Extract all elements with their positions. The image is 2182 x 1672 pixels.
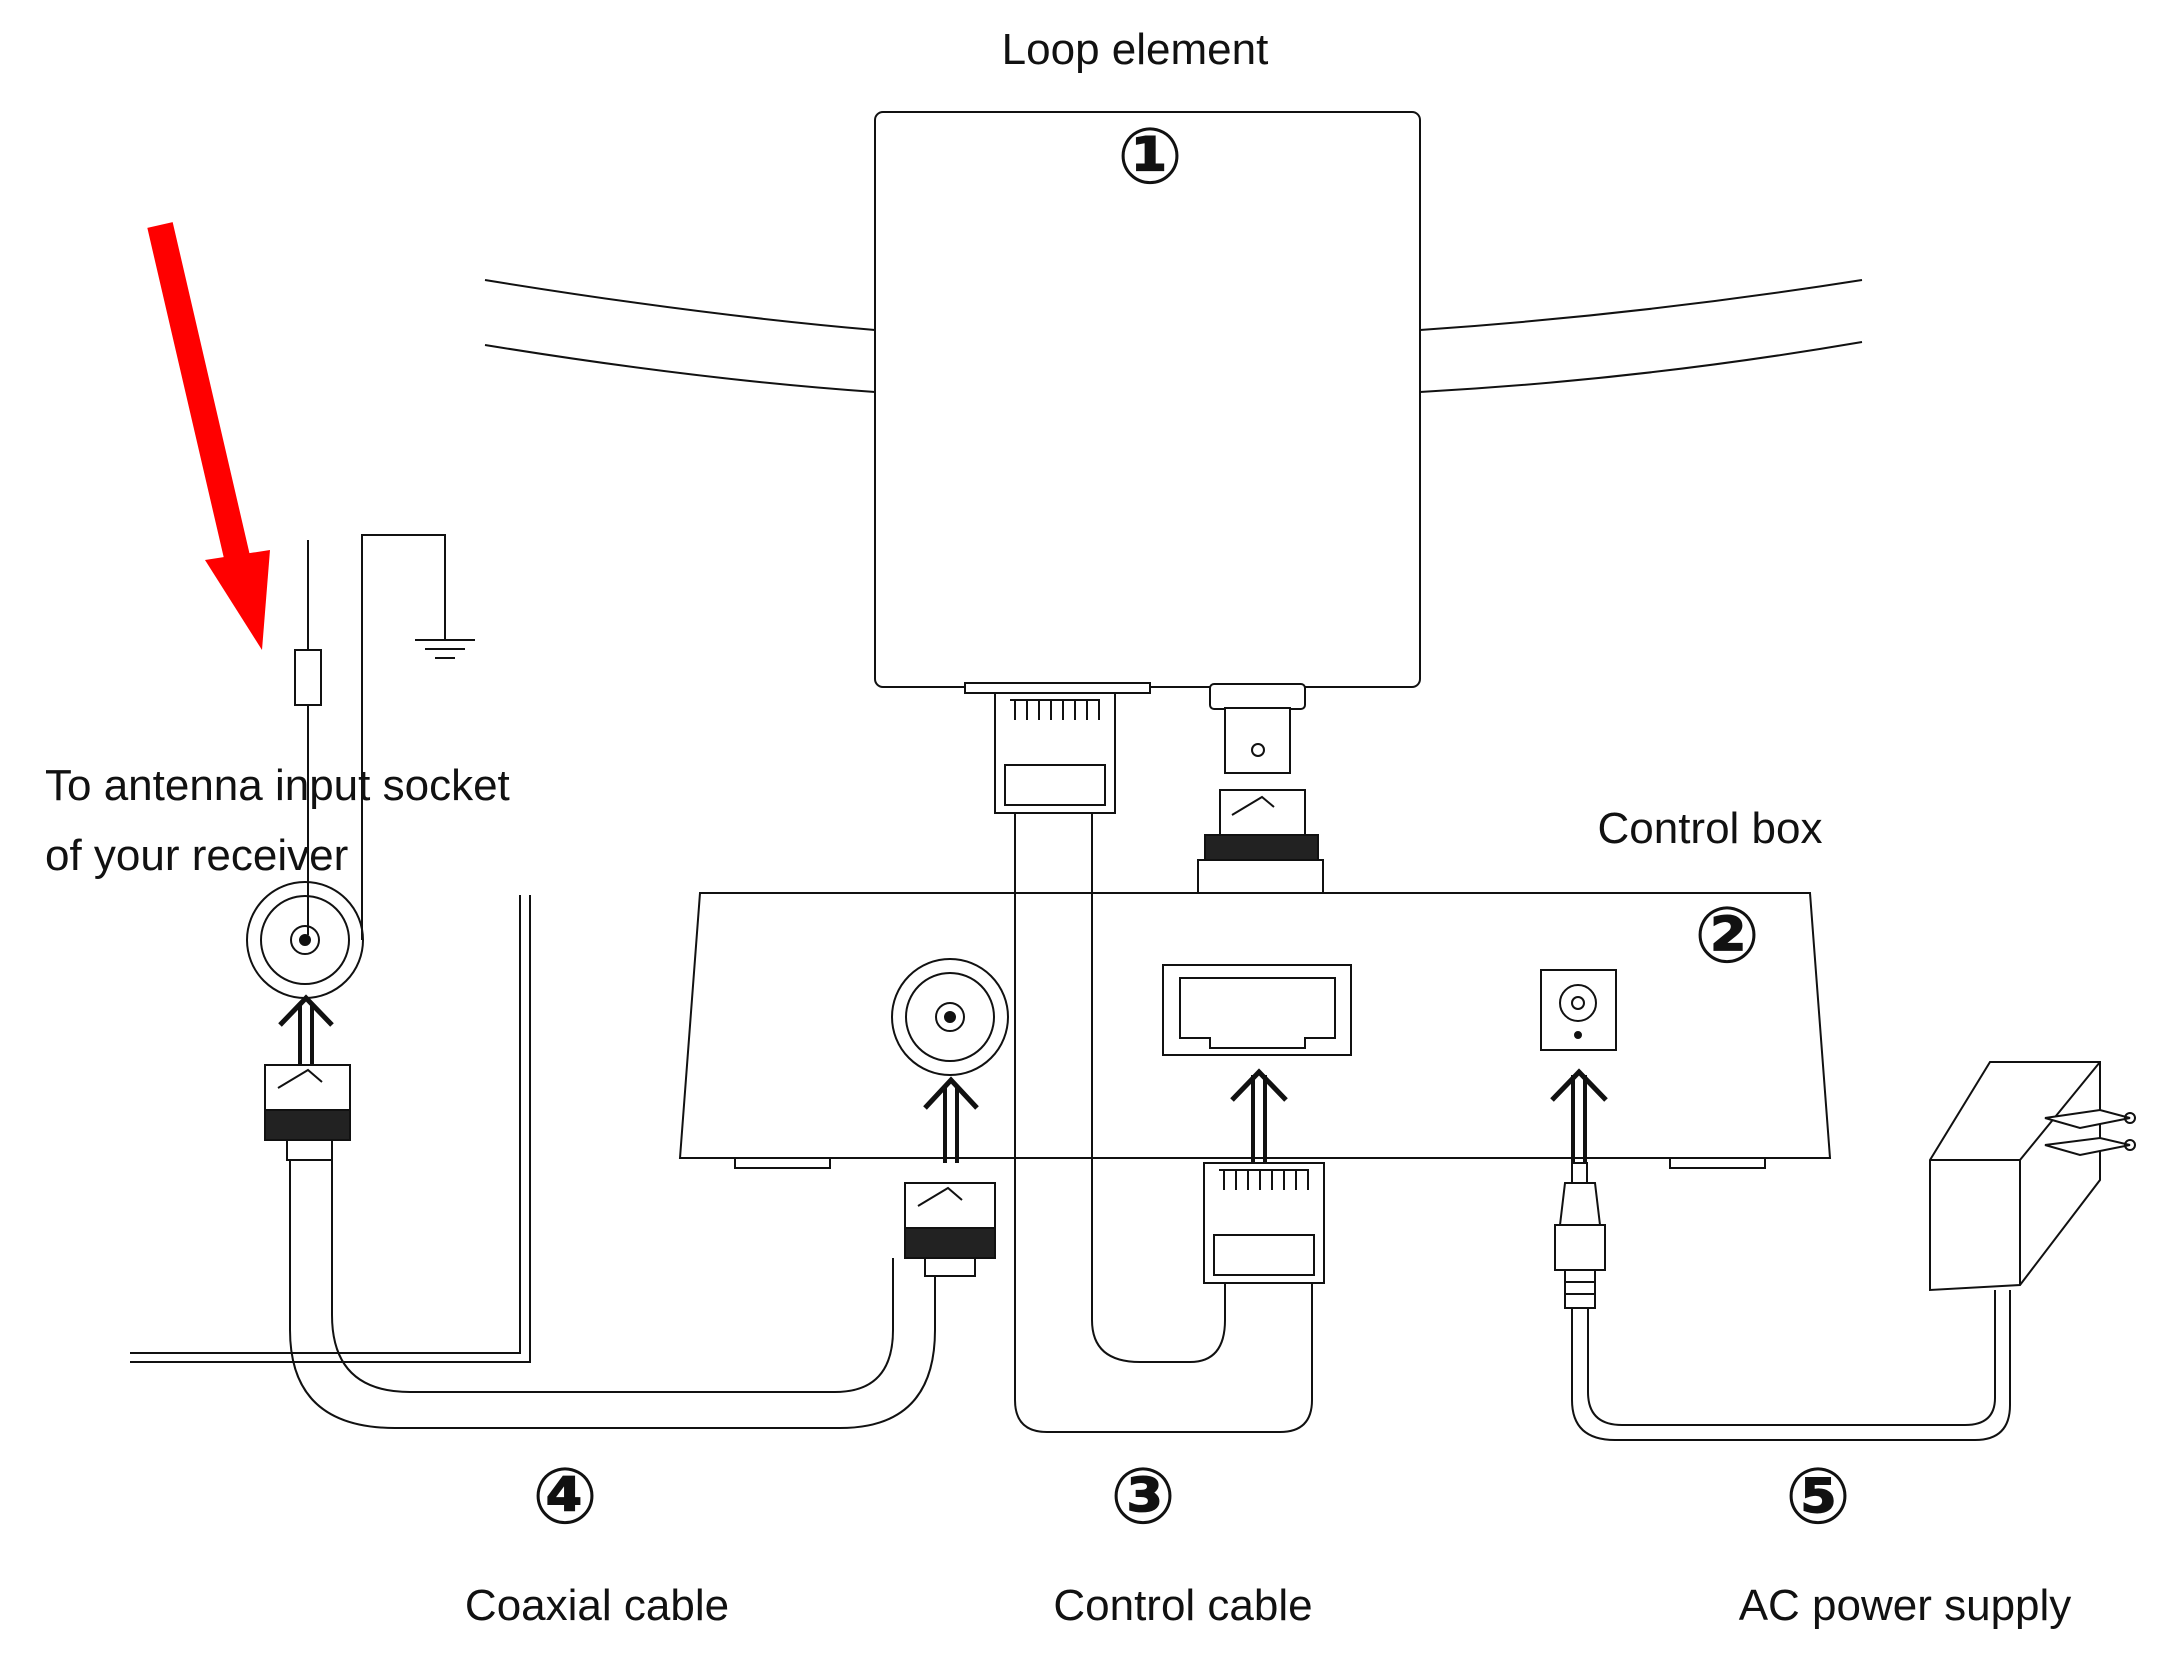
control-box-marker: ② — [1694, 891, 1760, 981]
loop-arc-left-upper — [484, 279, 876, 331]
receiver-input-schematic — [294, 534, 475, 940]
ac-power-supply-marker: ⑤ — [1785, 1452, 1851, 1542]
loop-arc-right-lower — [1419, 341, 1863, 393]
antenna-socket-label-line1: To antenna input socket — [45, 761, 510, 810]
control-cable — [994, 692, 1325, 1433]
control-cable-label: Control cable — [1053, 1581, 1312, 1630]
control-box-rj45-socket — [1162, 964, 1352, 1056]
ac-power-supply — [1550, 1061, 2136, 1441]
loop-element-label: Loop element — [1002, 25, 1269, 74]
coaxial-cable-label: Coaxial cable — [465, 1581, 729, 1630]
control-box — [678, 892, 1832, 1169]
control-box-dc-jack — [1540, 969, 1617, 1051]
coaxial-cable — [130, 881, 996, 1429]
resistor-symbol — [294, 649, 322, 706]
loop-element-marker: ① — [1117, 112, 1183, 202]
control-box-label: Control box — [1597, 804, 1822, 853]
control-box-bnc-socket — [891, 958, 1009, 1076]
antenna-socket-label-line2: of your receiver — [45, 831, 348, 880]
loop-element — [484, 111, 1863, 894]
highlight-arrow — [147, 222, 270, 650]
loop-arc-right-upper — [1419, 279, 1863, 331]
control-cable-marker: ③ — [1110, 1452, 1176, 1542]
coaxial-cable-marker: ④ — [532, 1452, 598, 1542]
ac-power-supply-label: AC power supply — [1739, 1581, 2072, 1630]
loop-arc-left-lower — [484, 344, 876, 393]
power-adapter-brick — [1929, 1061, 2101, 1292]
